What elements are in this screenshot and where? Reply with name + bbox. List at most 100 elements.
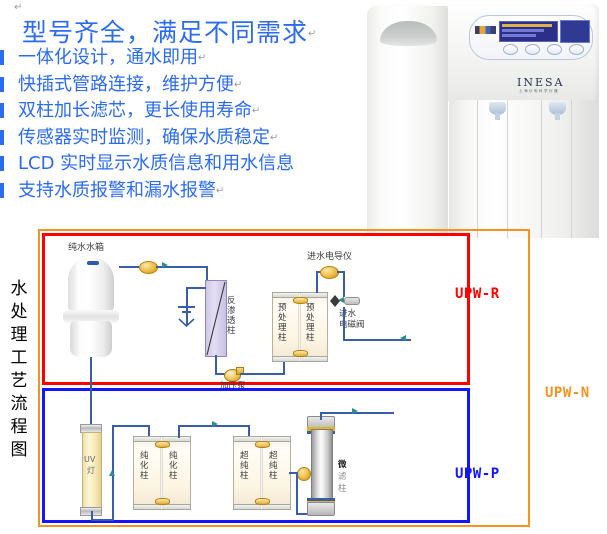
bullet-square-icon (0, 76, 4, 92)
pipe-tank-to-uv (90, 357, 92, 425)
pipe-tank-to-sensor (119, 266, 139, 268)
tank-dome (68, 257, 114, 312)
drain-symbol-bar-1 (178, 306, 195, 308)
pipe-pretreat-top (316, 271, 318, 293)
panel-info-badge (560, 20, 590, 43)
machine-lower-body (449, 100, 599, 238)
panel-button-3[interactable] (547, 44, 562, 55)
page-title: 型号齐全，满足不同需求↵ (22, 13, 317, 49)
water-dispenser-nozzle (489, 102, 506, 120)
drain-symbol-arrow (178, 318, 195, 327)
list-item-label: 一体化设计，通水即用↵ (18, 47, 207, 68)
control-panel (469, 15, 593, 60)
zone-label-upwr: UPW-R (455, 286, 500, 302)
column-knob-top (155, 441, 170, 448)
inlet-solenoid-valve-icon (330, 295, 340, 307)
flow-arrow-right (162, 262, 168, 268)
label-ultrapure-column-1: 超纯柱 (240, 451, 249, 481)
list-item: 支持水质报警和漏水报警↵ (0, 178, 360, 205)
column-divider (298, 293, 301, 361)
bullet-square-icon (0, 129, 4, 145)
water-dispenser-nozzle (549, 102, 566, 120)
zone-label-upwn: UPW-N (545, 385, 590, 401)
panel-button-2[interactable] (525, 44, 540, 55)
pilcrow-mark: ↵ (14, 2, 23, 13)
label-microfilter-char3: 柱 (338, 484, 347, 494)
product-image: INESA 上海仪电科学仪器 (367, 0, 607, 238)
feature-list: 一体化设计，通水即用↵ 快插式管路连接，维护方便↵ 双柱加长滤芯，更长使用寿命↵… (0, 45, 360, 204)
bullet-square-icon (0, 103, 4, 118)
list-item: 双柱加长滤芯，更长使用寿命↵ (0, 98, 360, 125)
panel-button-4[interactable] (569, 44, 584, 55)
pipe-ro-to-pump (215, 355, 217, 374)
label-inlet-conductivity: 进水电导仪 (307, 252, 353, 262)
pipe-conductivity-to-valve (337, 271, 345, 273)
microfilter-tube (311, 429, 333, 505)
body-groove (507, 100, 508, 238)
label-ultrapure-column-2: 超纯柱 (269, 451, 278, 481)
page-title-text: 型号齐全，满足不同需求 (22, 18, 309, 47)
pipe-ro-reject-top (186, 287, 206, 289)
pipe-raw-water-inlet (343, 339, 411, 341)
label-uv-line1: UV (84, 455, 96, 464)
zone-label-upwp: UPW-P (455, 466, 500, 482)
list-item-label: LCD 实时显示水质信息和用水信息 (18, 153, 295, 174)
label-microfilter-char2: 滤 (338, 472, 347, 482)
pipe-valve-riser (343, 271, 345, 297)
label-ro-membrane: 反渗透柱 (227, 296, 236, 336)
flow-arrow-left (338, 297, 344, 303)
list-item-label: 双柱加长滤芯，更长使用寿命↵ (18, 100, 261, 121)
pipe-sensor-down (296, 472, 298, 515)
lcd-display (499, 21, 558, 42)
label-pure-water-tank: 纯水水箱 (68, 243, 105, 253)
tank-ring (63, 310, 119, 323)
label-microfilter-char1: 微 (338, 460, 347, 470)
machine-left-panel (367, 6, 448, 236)
zone-box-upwn (38, 229, 530, 527)
tank-inlet-slot (87, 261, 99, 265)
label-pretreat-column-2: 预处理柱 (306, 303, 315, 343)
pipe-uv-to-purify (91, 519, 114, 521)
panel-button-1[interactable] (503, 44, 518, 55)
list-item: 传感器实时监测，确保水质稳定↵ (0, 125, 360, 152)
pilcrow-mark: ↵ (308, 28, 318, 40)
pipe-into-ultrapure (248, 425, 250, 438)
tank-base (70, 321, 112, 357)
column-knob-bottom (155, 498, 170, 505)
list-item: 快插式管路连接，维护方便↵ (0, 72, 360, 99)
pipe-microfilter-out-riser (320, 412, 322, 420)
flow-arrow-inlet (400, 335, 406, 341)
brand-logo-text: INESA (517, 76, 565, 89)
pipe-sensor-right (156, 266, 208, 268)
microfilter-ring-bottom (307, 498, 335, 501)
drain-symbol-bar-2 (182, 311, 191, 313)
bullet-square-icon (0, 156, 4, 171)
feature-text-block: ↵ 型号齐全，满足不同需求↵ 一体化设计，通水即用↵ 快插式管路连接，维护方便↵… (0, 0, 360, 220)
label-inlet-valve-line1: 进水 (339, 309, 357, 319)
ro-diagonal-line (206, 281, 226, 356)
ro-membrane-column (205, 280, 227, 357)
list-item-label: 传感器实时监测，确保水质稳定↵ (18, 126, 279, 148)
list-item: LCD 实时显示水质信息和用水信息 (0, 151, 360, 178)
column-divider (160, 437, 163, 509)
list-item-label: 快插式管路连接，维护方便↵ (18, 73, 243, 95)
list-item-label: 支持水质报警和漏水报警↵ (18, 179, 225, 201)
pretreatment-column-pair (272, 292, 328, 362)
list-item: 一体化设计，通水即用↵ (0, 45, 360, 72)
microfilter-column (307, 416, 335, 516)
status-led-strip (475, 26, 496, 34)
label-purify-column-1: 纯化柱 (140, 451, 149, 481)
pipe-ultrapure-out (289, 472, 299, 474)
label-inlet-valve-line2: 电磁阀 (339, 320, 365, 330)
diagram-title: 水处理工艺流程图 (10, 279, 28, 460)
body-groove (541, 100, 542, 238)
column-knob-bottom (255, 498, 270, 505)
pipe-pump-to-pretreat (240, 373, 285, 375)
label-pressure-pump: 加压泵 (220, 381, 246, 391)
pipe-uv-bottom (91, 511, 93, 521)
zone-box-upwr (42, 233, 470, 385)
microfilter-cap-bottom (307, 502, 335, 516)
pressure-pump (224, 367, 244, 382)
body-groove (571, 100, 572, 238)
pipe-to-conductivity (316, 271, 322, 273)
